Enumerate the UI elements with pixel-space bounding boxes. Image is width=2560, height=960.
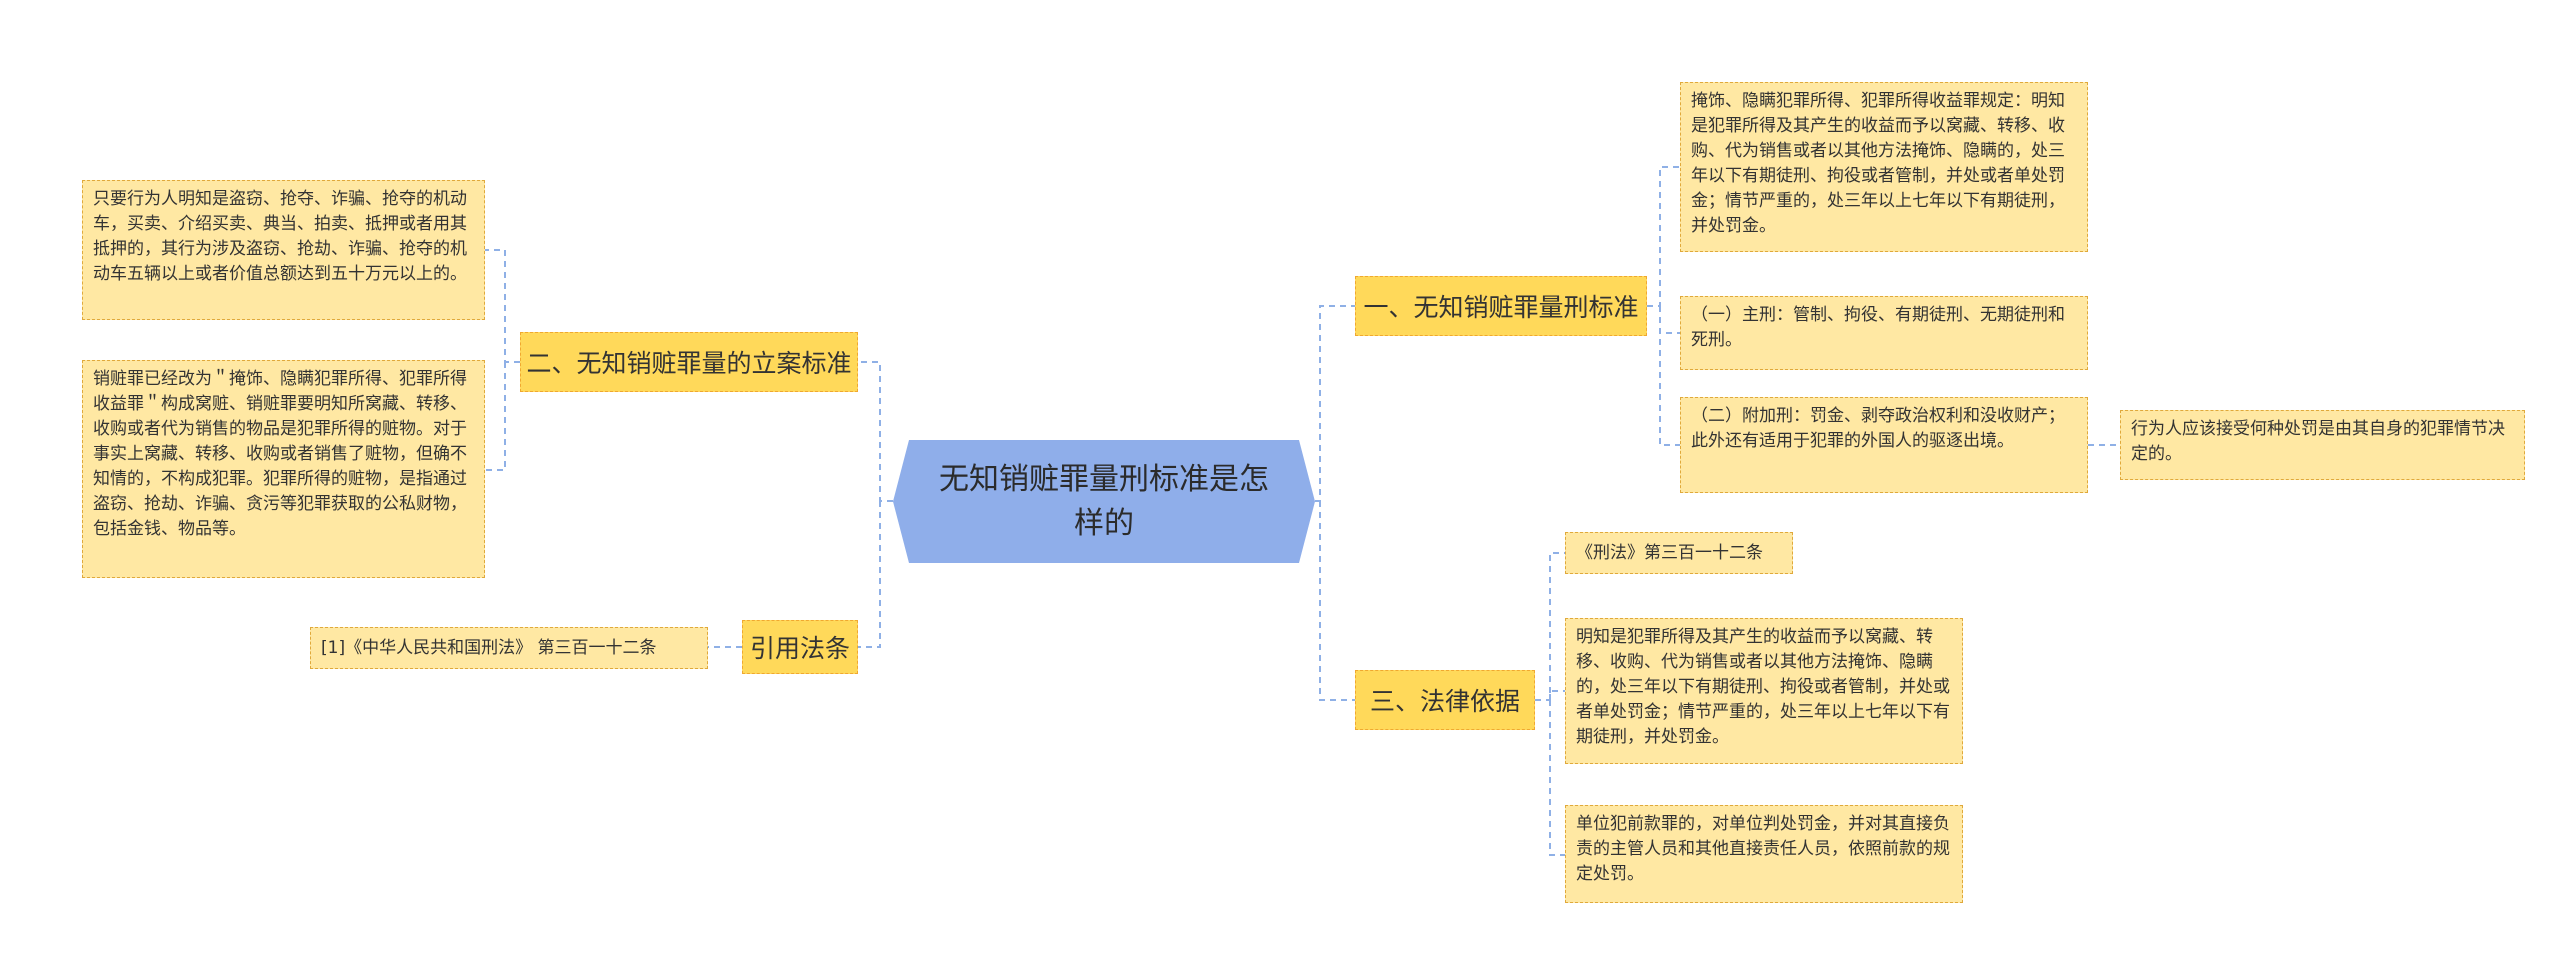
central-topic[interactable]: 无知销赃罪量刑标准是怎样的 — [893, 440, 1315, 563]
leaf-punishment-note-text: 行为人应该接受何种处罚是由其自身的犯罪情节决定的。 — [2131, 419, 2505, 464]
branch-cited-law[interactable]: 引用法条 — [742, 620, 858, 674]
leaf-supplementary-penalty-text: （二）附加刑：罚金、剥夺政治权利和没收财产；此外还有适用于犯罪的外国人的驱逐出境… — [1691, 406, 2065, 451]
leaf-unit-crime-text: 单位犯前款罪的，对单位判处罚金，并对其直接负责的主管人员和其他直接责任人员，依照… — [1576, 814, 1950, 884]
leaf-motor-vehicle-standard[interactable]: 只要行为人明知是盗窃、抢夺、诈骗、抢夺的机动车，买卖、介绍买卖、典当、拍卖、抵押… — [82, 180, 485, 320]
branch-filing-standard-label: 二、无知销赃罪量的立案标准 — [526, 349, 852, 378]
leaf-concealment-provision-text: 掩饰、隐瞒犯罪所得、犯罪所得收益罪规定：明知是犯罪所得及其产生的收益而予以窝藏、… — [1691, 91, 2065, 236]
leaf-principal-penalty[interactable]: （一）主刑：管制、拘役、有期徒刑、无期徒刑和死刑。 — [1680, 296, 2088, 370]
branch-cited-law-label: 引用法条 — [749, 634, 850, 663]
leaf-criminal-law-article-text: 《刑法》第三百一十二条 — [1576, 543, 1763, 563]
branch-sentencing-standard[interactable]: 一、无知销赃罪量刑标准 — [1355, 276, 1647, 336]
leaf-motor-vehicle-standard-text: 只要行为人明知是盗窃、抢夺、诈骗、抢夺的机动车，买卖、介绍买卖、典当、拍卖、抵押… — [93, 189, 467, 284]
leaf-supplementary-penalty[interactable]: （二）附加刑：罚金、剥夺政治权利和没收财产；此外还有适用于犯罪的外国人的驱逐出境… — [1680, 397, 2088, 493]
leaf-article-text-content: 明知是犯罪所得及其产生的收益而予以窝藏、转移、收购、代为销售或者以其他方法掩饰、… — [1576, 627, 1950, 747]
leaf-cited-law-reference-text: [1]《中华人民共和国刑法》 第三百一十二条 — [321, 638, 657, 658]
branch-filing-standard[interactable]: 二、无知销赃罪量的立案标准 — [520, 332, 858, 392]
leaf-criminal-law-article[interactable]: 《刑法》第三百一十二条 — [1565, 532, 1793, 574]
branch-legal-basis-label: 三、法律依据 — [1369, 687, 1520, 716]
branch-sentencing-standard-label: 一、无知销赃罪量刑标准 — [1363, 293, 1639, 322]
leaf-article-text[interactable]: 明知是犯罪所得及其产生的收益而予以窝藏、转移、收购、代为销售或者以其他方法掩饰、… — [1565, 618, 1963, 764]
leaf-principal-penalty-text: （一）主刑：管制、拘役、有期徒刑、无期徒刑和死刑。 — [1691, 305, 2065, 350]
leaf-cited-law-reference[interactable]: [1]《中华人民共和国刑法》 第三百一十二条 — [310, 627, 708, 669]
leaf-stolen-goods-definition[interactable]: 销赃罪已经改为＂掩饰、隐瞒犯罪所得、犯罪所得收益罪＂构成窝赃、销赃罪要明知所窝藏… — [82, 360, 485, 578]
leaf-unit-crime[interactable]: 单位犯前款罪的，对单位判处罚金，并对其直接负责的主管人员和其他直接责任人员，依照… — [1565, 805, 1963, 903]
leaf-stolen-goods-definition-text: 销赃罪已经改为＂掩饰、隐瞒犯罪所得、犯罪所得收益罪＂构成窝赃、销赃罪要明知所窝藏… — [93, 369, 467, 539]
central-topic-label: 无知销赃罪量刑标准是怎样的 — [939, 461, 1269, 541]
branch-legal-basis[interactable]: 三、法律依据 — [1355, 670, 1535, 730]
leaf-concealment-provision[interactable]: 掩饰、隐瞒犯罪所得、犯罪所得收益罪规定：明知是犯罪所得及其产生的收益而予以窝藏、… — [1680, 82, 2088, 252]
leaf-punishment-note[interactable]: 行为人应该接受何种处罚是由其自身的犯罪情节决定的。 — [2120, 410, 2525, 480]
